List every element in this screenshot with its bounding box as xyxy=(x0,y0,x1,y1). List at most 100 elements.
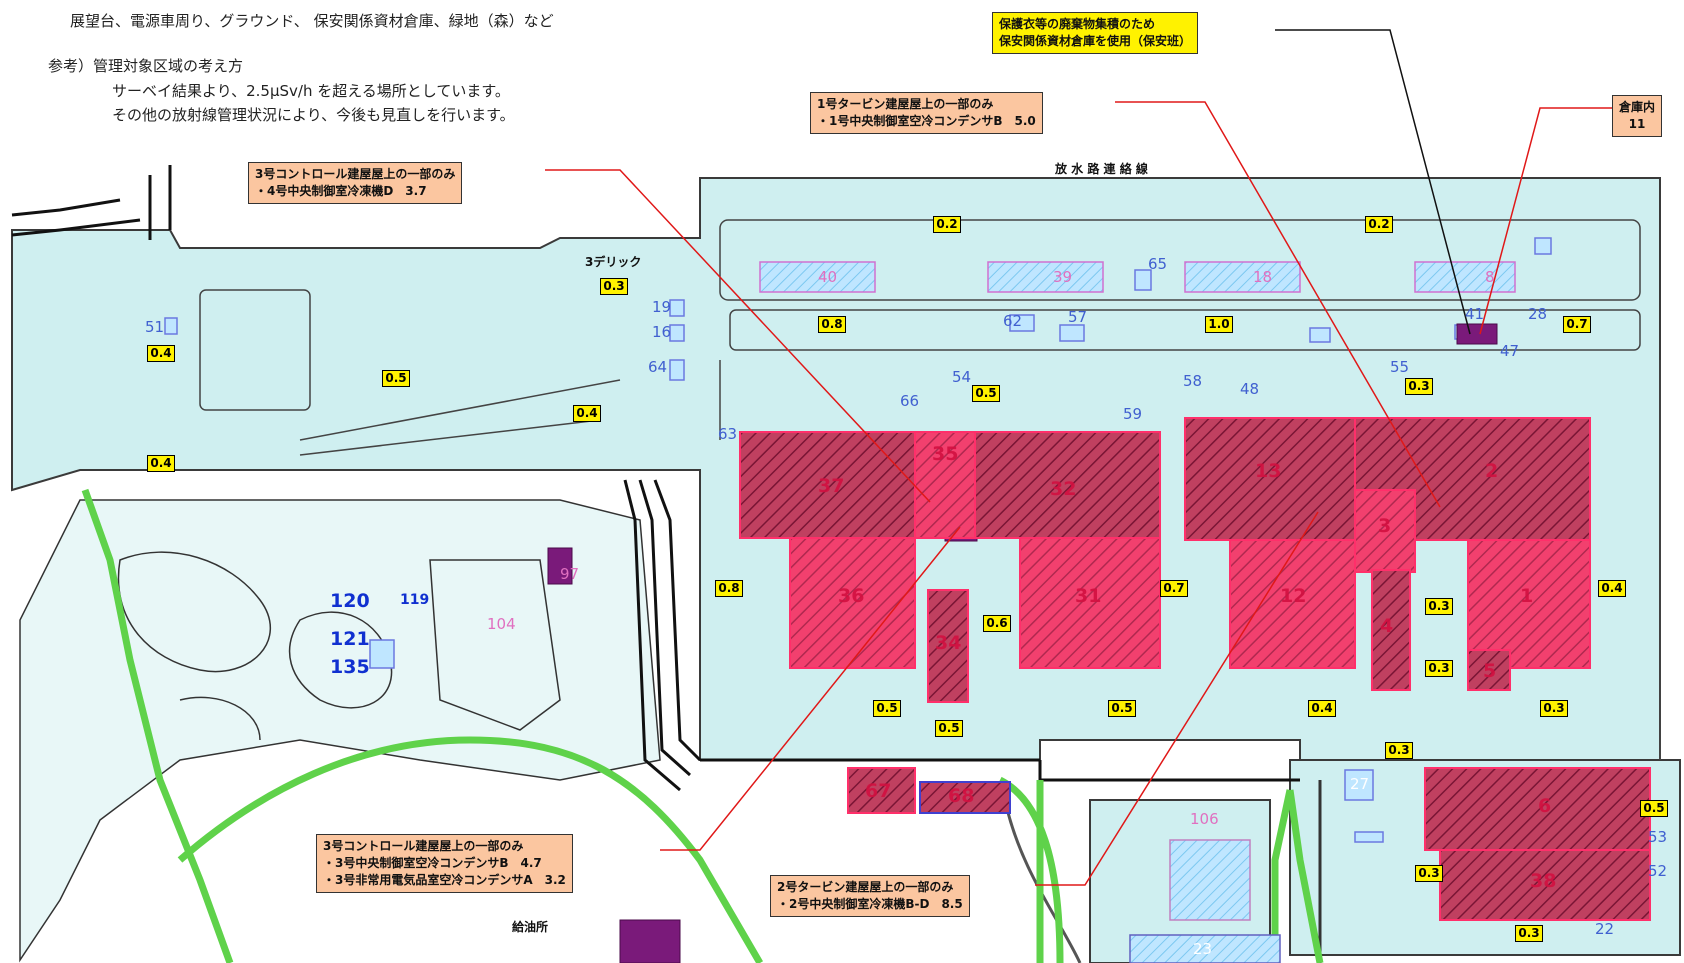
building-number: 3 xyxy=(1378,515,1392,537)
callout-storage: 保護衣等の廃棄物集積のため 保安関係資材倉庫を使用（保安班） xyxy=(992,12,1199,54)
building-number: 32 xyxy=(1050,478,1077,500)
building-number: 37 xyxy=(818,475,845,497)
facility-number: 47 xyxy=(1500,342,1520,360)
callout-line: ・2号中央制御室冷凍機B-D 8.5 xyxy=(777,897,963,911)
top-road-label: 放 水 路 連 絡 線 xyxy=(1055,162,1148,176)
facility-number: 62 xyxy=(1003,312,1023,330)
dose-value: 0.8 xyxy=(715,580,743,597)
callout-warehouse: 倉庫内 11 xyxy=(1612,95,1663,137)
facility-number: 97 xyxy=(560,565,580,583)
dose-value: 0.2 xyxy=(933,216,961,233)
callout-unit3-control-top: 3号コントロール建屋屋上の一部のみ ・4号中央制御室冷凍機D 3.7 xyxy=(248,162,463,204)
facility-number: 16 xyxy=(652,323,672,341)
fuel-station-label: 給油所 xyxy=(512,920,549,934)
facility-number: 65 xyxy=(1148,255,1168,273)
dose-value: 0.5 xyxy=(972,385,1000,402)
callout-line: 保安関係資材倉庫を使用（保安班） xyxy=(999,34,1192,48)
facility-number: 28 xyxy=(1528,305,1548,323)
building-number: 35 xyxy=(932,443,959,465)
facility-number: 59 xyxy=(1123,405,1143,423)
callout-line: ・4号中央制御室冷凍機D 3.7 xyxy=(255,184,427,198)
facility-number: 19 xyxy=(652,298,672,316)
callout-line: 保護衣等の廃棄物集積のため xyxy=(999,17,1156,31)
callout-line: 3号コントロール建屋屋上の一部のみ xyxy=(255,167,456,181)
dose-value: 0.5 xyxy=(1640,800,1668,817)
callout-line: ・3号中央制御室空冷コンデンサB 4.7 xyxy=(323,856,542,870)
dose-value: 0.4 xyxy=(1308,700,1336,717)
dose-value: 0.3 xyxy=(1540,700,1568,717)
facility-number: 66 xyxy=(900,392,920,410)
callout-line: ・1号中央制御室空冷コンデンサB 5.0 xyxy=(817,114,1036,128)
building-number: 4 xyxy=(1380,615,1394,637)
facility-number: 22 xyxy=(1595,920,1615,938)
callout-unit2-turbine: 2号タービン建屋屋上の一部のみ ・2号中央制御室冷凍機B-D 8.5 xyxy=(770,875,970,917)
facility-outlines xyxy=(164,237,1621,877)
dose-value: 0.5 xyxy=(1108,700,1136,717)
dose-value: 0.8 xyxy=(818,316,846,333)
callout-line: 11 xyxy=(1628,117,1646,131)
dose-value: 0.3 xyxy=(1515,925,1543,942)
derrick-label: 3デリック xyxy=(585,255,642,269)
dose-value: 0.7 xyxy=(1160,580,1188,597)
building-number: 1 xyxy=(1520,585,1534,607)
facility-number: 8 xyxy=(1485,268,1495,286)
dose-value: 0.5 xyxy=(382,370,410,387)
facility-number: 27 xyxy=(1350,775,1370,793)
dose-value: 0.3 xyxy=(1425,598,1453,615)
forest-area xyxy=(19,499,661,963)
reference-line-1: サーベイ結果より、2.5μSv/h を超える場所としています。 xyxy=(112,82,510,100)
reference-title: 参考）管理対象区域の考え方 xyxy=(48,57,244,75)
reference-line-2: その他の放射線管理状況により、今後も見直しを行います。 xyxy=(112,106,515,124)
building-number: 12 xyxy=(1280,585,1307,607)
facility-number: 51 xyxy=(145,318,165,336)
facility-number: 18 xyxy=(1253,268,1273,286)
dose-value: 0.5 xyxy=(935,720,963,737)
building-number: 2 xyxy=(1485,460,1499,482)
header-line-1: 展望台、電源車周り、グラウンド、 保安関係資材倉庫、緑地（森）など xyxy=(70,12,554,30)
callout-leaders xyxy=(545,101,1615,886)
dose-value: 0.5 xyxy=(873,700,901,717)
facility-number: 55 xyxy=(1390,358,1410,376)
facility-number: 48 xyxy=(1240,380,1260,398)
building-number: 67 xyxy=(865,780,892,802)
dose-value: 0.7 xyxy=(1563,316,1591,333)
facility-number: 121 xyxy=(330,628,370,650)
dose-value: 0.3 xyxy=(600,278,628,295)
callout-leader-black xyxy=(1275,29,1471,335)
callout-line: ・3号非常用電気品室空冷コンデンサA 3.2 xyxy=(323,873,566,887)
facility-number: 58 xyxy=(1183,372,1203,390)
facility-number: 39 xyxy=(1053,268,1073,286)
dose-value: 0.4 xyxy=(147,455,175,472)
facility-number: 106 xyxy=(1190,810,1219,828)
dose-value: 0.2 xyxy=(1365,216,1393,233)
callout-unit1-turbine: 1号タービン建屋屋上の一部のみ ・1号中央制御室空冷コンデンサB 5.0 xyxy=(810,92,1043,134)
facility-number: 64 xyxy=(648,358,668,376)
dose-value: 0.6 xyxy=(983,615,1011,632)
facility-number: 119 xyxy=(400,592,430,608)
building-number: 36 xyxy=(838,585,865,607)
facility-number: 135 xyxy=(330,656,370,678)
callout-line: 2号タービン建屋屋上の一部のみ xyxy=(777,880,954,894)
facility-number: 23 xyxy=(1193,940,1213,958)
dose-value: 0.4 xyxy=(1598,580,1626,597)
facility-number: 57 xyxy=(1068,308,1088,326)
dose-value: 1.0 xyxy=(1205,316,1233,333)
facility-number: 104 xyxy=(487,615,516,633)
building-number: 31 xyxy=(1075,585,1102,607)
dose-value: 0.3 xyxy=(1425,660,1453,677)
dose-value: 0.3 xyxy=(1385,742,1413,759)
inner-roads xyxy=(199,219,1661,963)
callout-unit3-control-bottom: 3号コントロール建屋屋上の一部のみ ・3号中央制御室空冷コンデンサB 4.7 ・… xyxy=(316,834,573,893)
facility-number: 41 xyxy=(1465,305,1485,323)
dose-value: 0.3 xyxy=(1415,865,1443,882)
building-number: 34 xyxy=(935,632,962,654)
facility-number: 40 xyxy=(818,268,838,286)
facility-number: 63 xyxy=(718,425,738,443)
building-number: 13 xyxy=(1255,460,1282,482)
callout-line: 1号タービン建屋屋上の一部のみ xyxy=(817,97,994,111)
green-roads xyxy=(81,488,1324,963)
facility-number: 120 xyxy=(330,590,370,612)
reactor-buildings xyxy=(739,417,1651,921)
facility-number: 54 xyxy=(952,368,972,386)
